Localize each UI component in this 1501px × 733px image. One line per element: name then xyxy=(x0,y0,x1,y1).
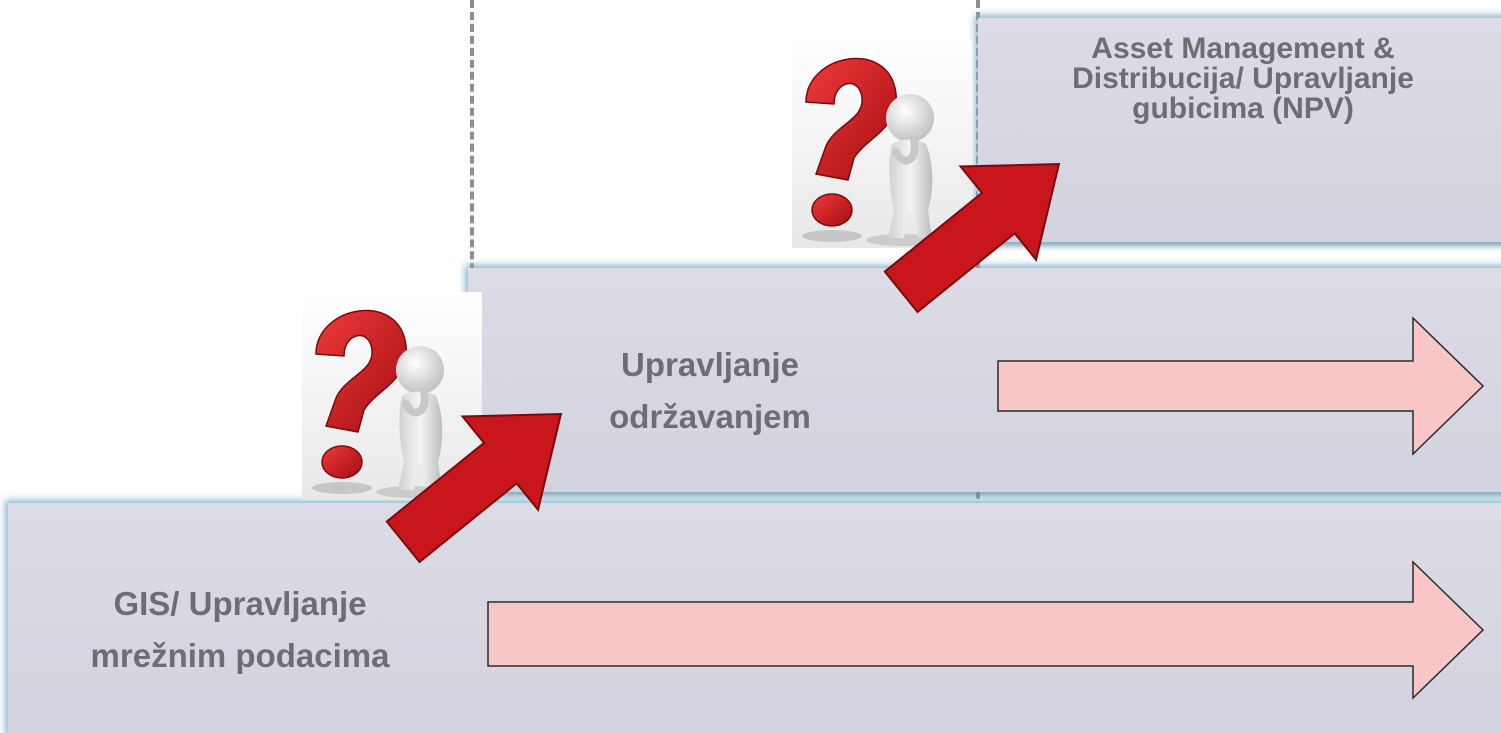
level-label-maintenance: Upravljanje održavanjem xyxy=(609,346,811,435)
progress-arrow-maintenance-icon xyxy=(997,316,1485,456)
question-figure-top-icon xyxy=(792,40,972,248)
level-label-gis: GIS/ Upravljanje mrežnim podacima xyxy=(90,585,390,674)
level-block-asset-management xyxy=(978,18,1501,242)
progress-arrow-gis-icon xyxy=(487,560,1485,700)
level-label-asset-management: Asset Management & Distribucija/ Upravlj… xyxy=(1072,32,1414,125)
